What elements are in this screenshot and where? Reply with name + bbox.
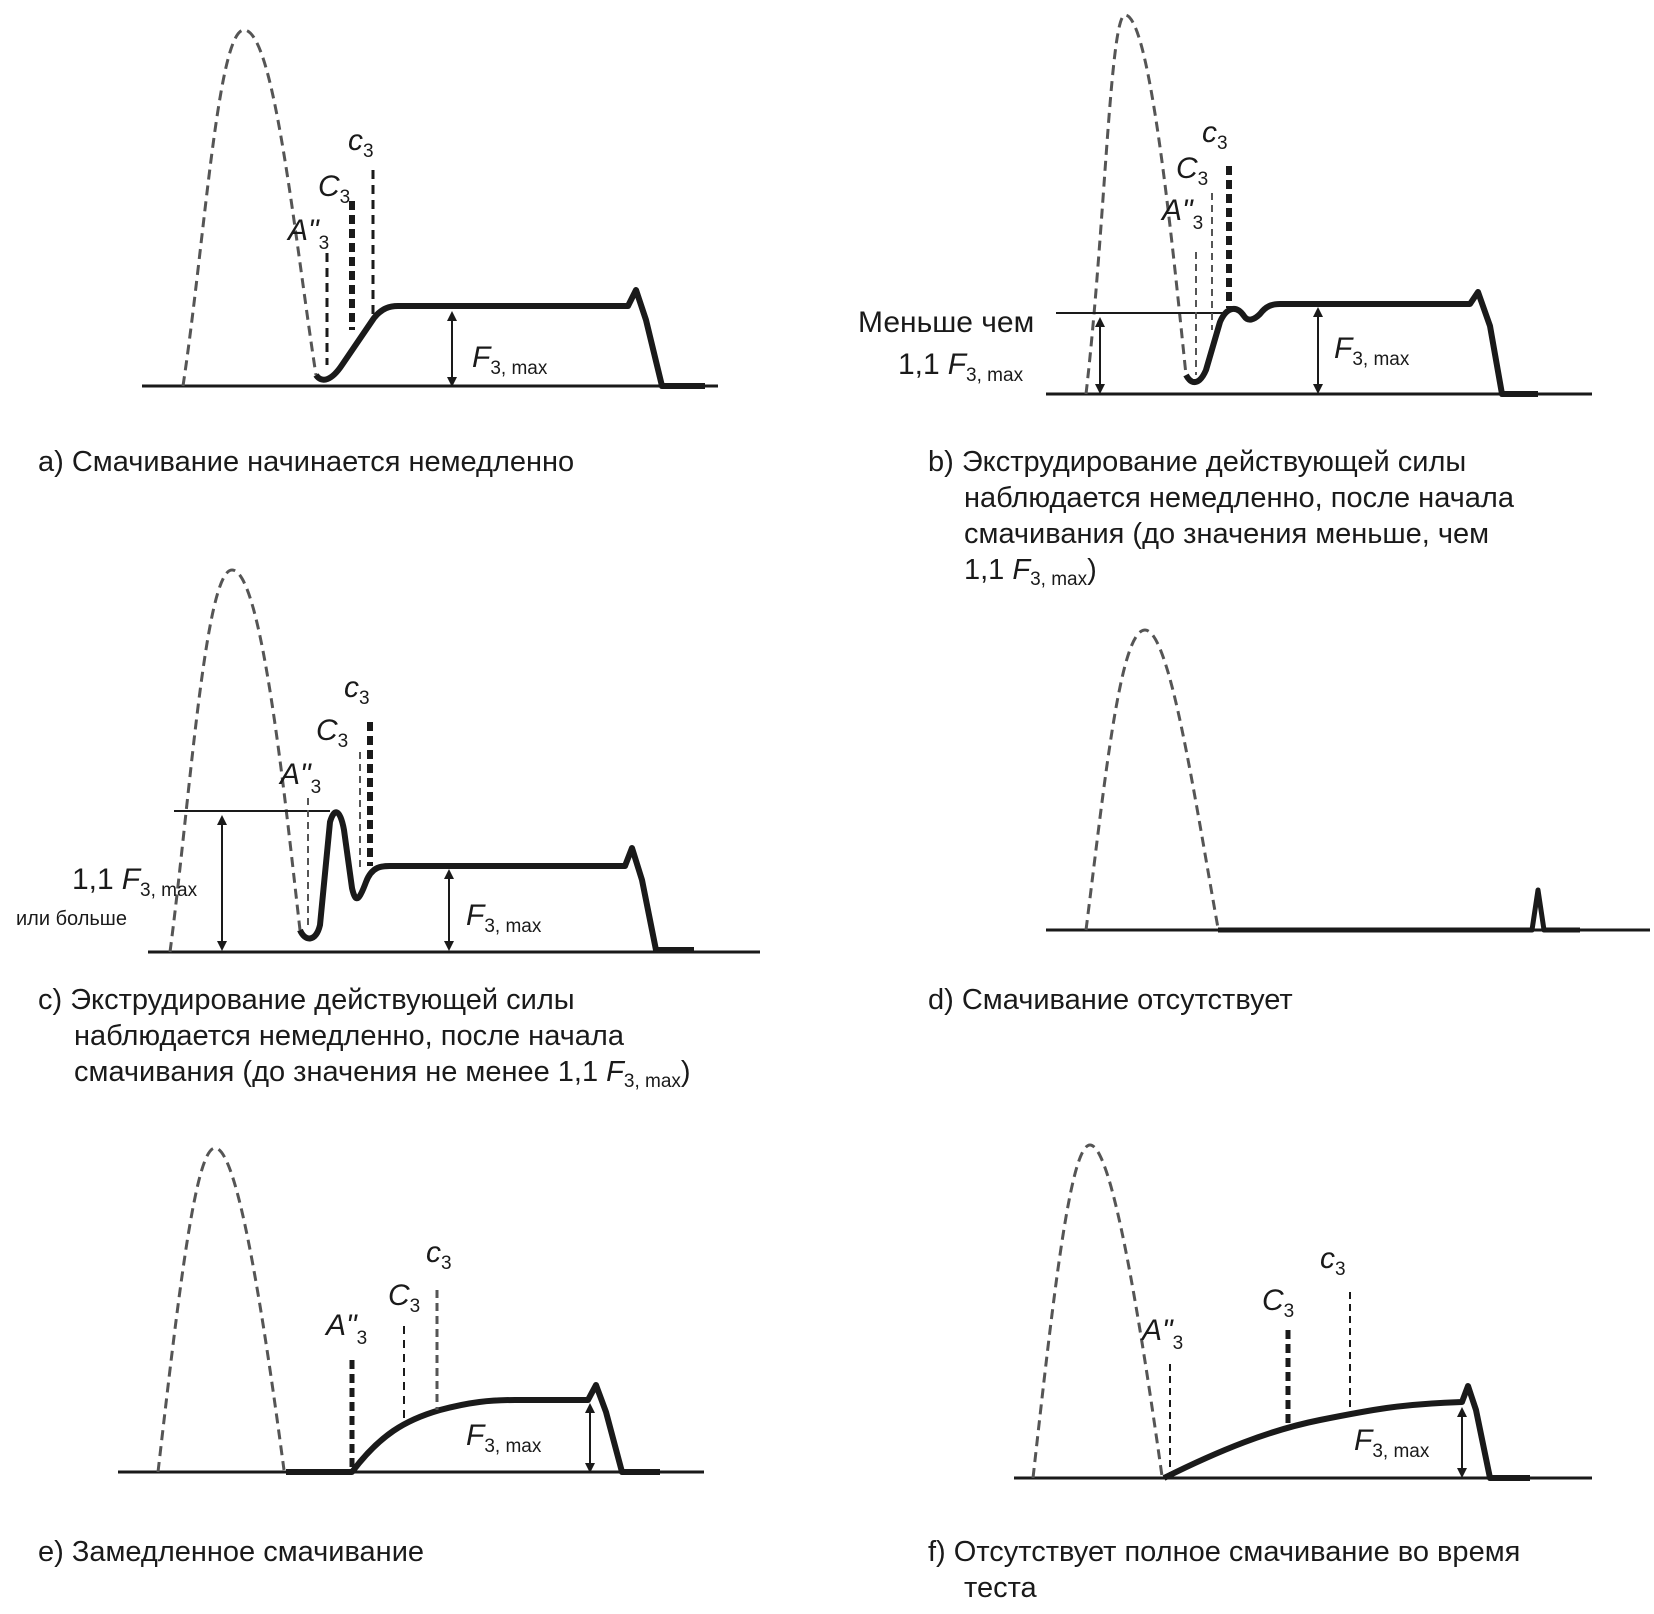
panel-a: c3 C3 A"3 F3, max	[142, 28, 718, 389]
label-fmax: F3, max	[1334, 332, 1410, 370]
caption-c-line2: наблюдается немедленно, после начала	[74, 1020, 624, 1052]
panel-e: c3 C3 A"3 F3, max	[118, 1146, 704, 1475]
label-fmax: F3, max	[1354, 1424, 1430, 1462]
caption-a: a) Смачивание начинается немедленно	[38, 444, 574, 480]
force-curve	[297, 809, 694, 953]
label-fmax: F3, max	[472, 341, 548, 379]
panel-d	[1046, 628, 1650, 933]
label-c3: c3	[1320, 1242, 1346, 1280]
label-C3: C3	[316, 714, 348, 752]
caption-c-line3: смачивания (до значения не менее 1,1 F3,…	[74, 1056, 691, 1092]
force-curve	[1183, 289, 1538, 397]
label-c3: c3	[348, 124, 374, 162]
label-C3: C3	[318, 170, 350, 208]
immersion-curve-dashed	[1084, 13, 1188, 395]
caption-b: b) Экструдирование действующей силы набл…	[928, 444, 1514, 598]
immersion-curve-dashed	[168, 568, 302, 953]
label-fmax: F3, max	[466, 899, 542, 937]
caption-f: f) Отсутствует полное смачивание во врем…	[928, 1534, 1520, 1606]
label-A3: A"3	[1140, 1314, 1183, 1354]
label-A3: A"3	[324, 1309, 367, 1349]
caption-e-text: e) Замедленное смачивание	[38, 1536, 425, 1568]
label-C3: C3	[1176, 152, 1208, 190]
immersion-curve-dashed	[1084, 628, 1220, 931]
label-or-more: или больше	[16, 908, 127, 930]
force-curve	[313, 287, 705, 389]
caption-c: c) Экструдирование действующей силы набл…	[38, 982, 691, 1100]
caption-d-text: d) Смачивание отсутствует	[928, 984, 1293, 1016]
caption-c-line1: c) Экструдирование действующей силы	[38, 984, 575, 1016]
panel-f: c3 C3 A"3 F3, max	[1014, 1143, 1592, 1481]
label-A3: A"3	[278, 758, 321, 798]
label-C3: C3	[1262, 1284, 1294, 1322]
label-c3: c3	[426, 1236, 452, 1274]
caption-e: e) Замедленное смачивание	[38, 1534, 424, 1570]
label-A3: A"3	[286, 214, 329, 254]
force-curve	[1218, 887, 1580, 933]
immersion-curve-dashed	[156, 1146, 286, 1473]
caption-f-line2: теста	[964, 1572, 1037, 1604]
label-fmax: F3, max	[466, 1419, 542, 1457]
label-c3: c3	[1202, 116, 1228, 154]
force-curve	[1162, 1383, 1530, 1481]
caption-b-line1: b) Экструдирование действующей силы	[928, 446, 1467, 478]
caption-b-line2: наблюдается немедленно, после начала	[964, 482, 1514, 514]
immersion-curve-dashed	[1031, 1143, 1164, 1479]
caption-f-line1: f) Отсутствует полное смачивание во врем…	[928, 1536, 1521, 1568]
label-c3: c3	[344, 671, 370, 709]
immersion-curve-dashed	[181, 28, 318, 387]
caption-d: d) Смачивание отсутствует	[928, 982, 1293, 1018]
label-less-than: Меньше чем	[858, 306, 1034, 339]
caption-b-line3: смачивания (до значения меньше, чем	[964, 518, 1490, 550]
label-A3: A"3	[1160, 194, 1203, 234]
caption-a-text: a) Смачивание начинается немедленно	[38, 446, 575, 478]
caption-b-line4: 1,1 F3, max)	[964, 554, 1097, 590]
force-curve	[286, 1382, 660, 1475]
label-C3: C3	[388, 1279, 420, 1317]
